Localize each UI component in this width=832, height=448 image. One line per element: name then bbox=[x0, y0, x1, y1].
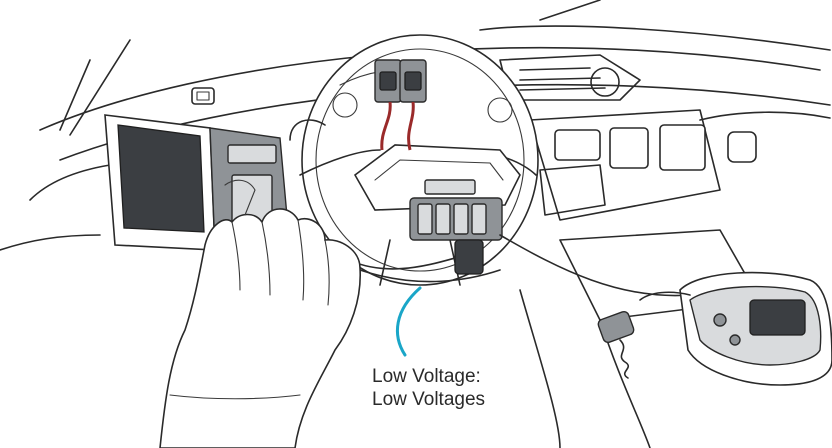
gloved-hand-icon bbox=[159, 179, 361, 448]
relay-icon bbox=[374, 59, 427, 151]
airbag-module bbox=[353, 144, 521, 211]
coiled-cable bbox=[597, 310, 635, 379]
connector-block-icon bbox=[409, 197, 503, 275]
callout-label-line-1: Low Voltage: bbox=[372, 366, 481, 387]
obd-scanner-icon bbox=[639, 271, 832, 386]
callout-label-line-2: Low Voltages bbox=[372, 389, 486, 410]
hazard-switch-icon bbox=[191, 87, 215, 105]
radio-unit-icon bbox=[104, 114, 291, 251]
center-console bbox=[499, 54, 831, 448]
callout-line bbox=[395, 286, 422, 357]
